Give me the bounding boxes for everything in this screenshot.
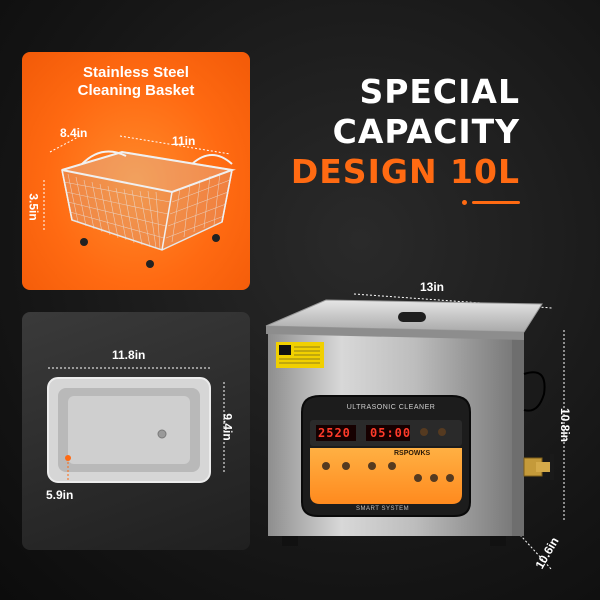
ultrasonic-cleaner: 13in 10.8in 10.6in ULTRASONIC CLEANER 25… — [262, 270, 592, 590]
cleaner-illustration — [265, 293, 565, 571]
system-label: SMART SYSTEM — [356, 506, 410, 512]
tray-length-label: 11.8in — [112, 348, 146, 362]
basket-title: Stainless Steel Cleaning Basket — [77, 64, 195, 99]
accent-line — [472, 201, 520, 204]
headline-line-2: CAPACITY — [332, 112, 520, 151]
headline-line-1: SPECIAL — [359, 72, 520, 111]
brand-label: RSPOWKS — [394, 450, 431, 457]
panel-label: ULTRASONIC CLEANER — [346, 404, 436, 411]
basket-depth-label: 8.4in — [60, 126, 88, 140]
tray-illustration — [47, 367, 225, 483]
basket-illustration — [43, 135, 236, 268]
basket-height-label: 3.5in — [26, 193, 41, 221]
headline-line-3: DESIGN 10L — [290, 152, 520, 191]
tray-width-label: 9.4in — [220, 413, 235, 441]
display-frequency: 2520 — [318, 426, 351, 440]
basket-length-label: 11in — [172, 134, 196, 148]
display-timer: 05:00 — [370, 426, 412, 440]
cleaner-width-label: 13in — [420, 280, 445, 294]
cleaner-height-label: 10.8in — [558, 407, 573, 443]
basket-panel: Stainless Steel Cleaning Basket — [22, 52, 250, 290]
tray-depth-label: 5.9in — [46, 488, 74, 502]
accent-dot — [462, 200, 467, 205]
tray-panel: 11.8in 9.4in 5.9in — [22, 312, 250, 550]
